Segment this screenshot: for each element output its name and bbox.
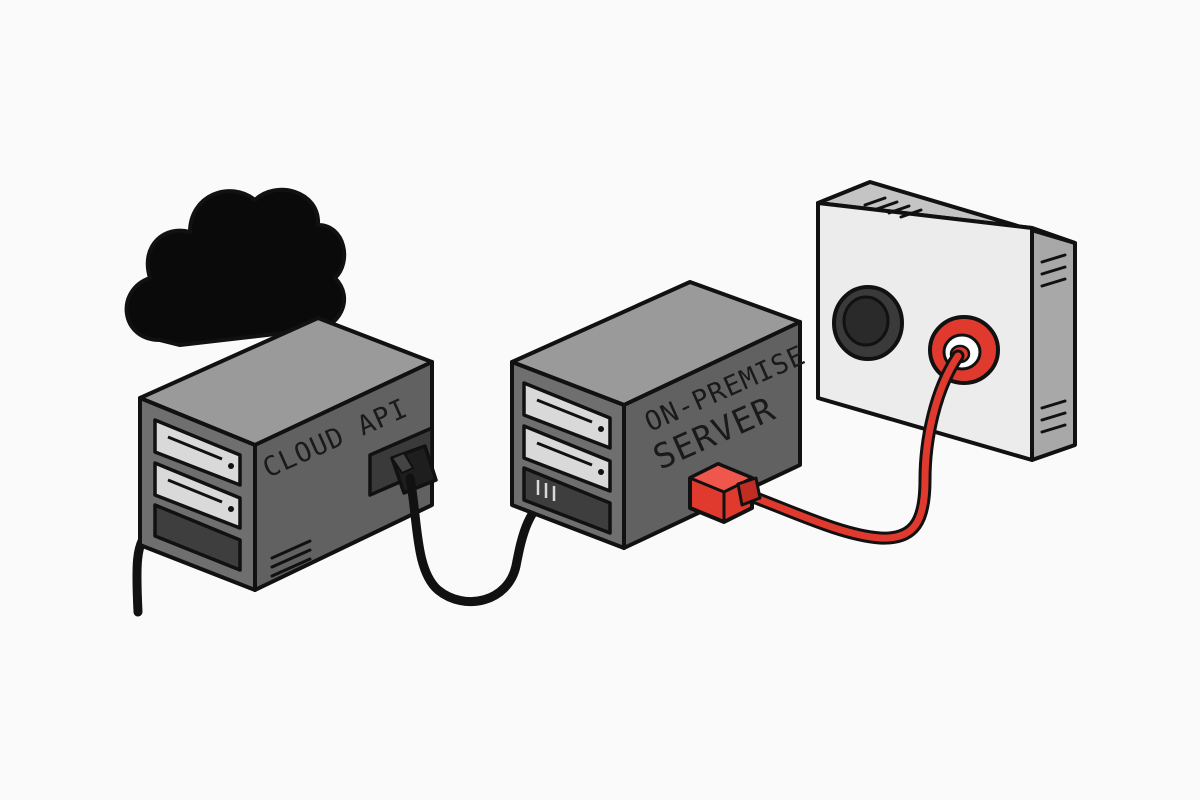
cloud-server-plug <box>390 444 438 495</box>
cloud-api-server: CLOUD API <box>138 316 434 592</box>
panel-vent-top <box>863 196 923 219</box>
wall-port-panel <box>816 180 1077 462</box>
wall-port-active[interactable] <box>928 315 1000 385</box>
wall-port-unused[interactable] <box>832 285 904 361</box>
onprem-server-drive-bays <box>522 381 612 535</box>
network-cable-black <box>405 473 563 607</box>
cloud-server-vent <box>270 539 312 578</box>
cloud-icon <box>124 187 347 347</box>
network-cable-red <box>736 352 962 542</box>
cloud-server-drive-bays <box>153 418 242 572</box>
panel-vent-side <box>1040 253 1067 434</box>
on-premise-server: ON-PREMISE SERVER <box>510 280 810 550</box>
ethernet-plug <box>688 462 762 524</box>
